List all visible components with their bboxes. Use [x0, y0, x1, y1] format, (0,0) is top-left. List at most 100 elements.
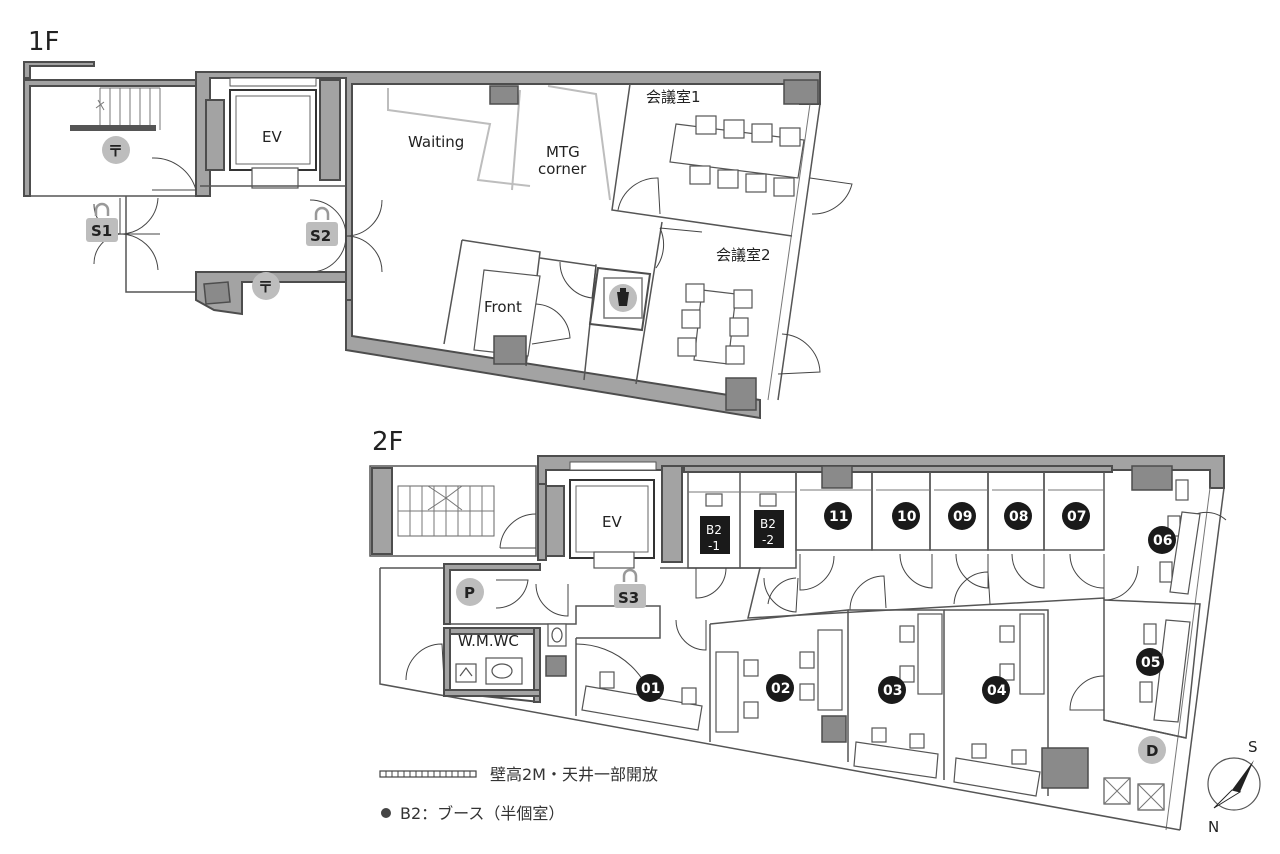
door-meeting-room-1-outer[interactable]	[809, 177, 853, 215]
door-booth-07[interactable]	[1069, 553, 1105, 589]
door-p-room-2[interactable]	[535, 583, 569, 617]
meeting-room-2-label: 会議室2	[716, 246, 771, 264]
room-10-marker	[892, 502, 920, 530]
room-01-marker	[636, 674, 664, 702]
corridor-1f-wall	[195, 271, 347, 316]
meeting-room-1-wall	[611, 83, 793, 237]
ev-1f-label: EV	[262, 128, 282, 146]
room-09-label: 09	[953, 509, 972, 525]
floor-1-plan: EV Waiting MTG corner 会議室1	[23, 61, 853, 420]
room-01-label: 01	[641, 681, 660, 697]
door-room-02[interactable]	[767, 577, 797, 605]
floor-1-title: 1F	[28, 27, 60, 57]
door-room-03[interactable]	[849, 575, 887, 611]
s2-label: S2	[310, 227, 331, 245]
post-marker-2-label: 〒	[258, 278, 273, 296]
door-meeting-room-1[interactable]	[617, 177, 661, 215]
compass-s-label: S	[1248, 738, 1258, 756]
building-1f-right-edge	[777, 103, 821, 401]
door-stair-2f[interactable]	[499, 513, 537, 549]
stair-2f-outline	[369, 465, 537, 557]
door-back-room[interactable]	[559, 261, 597, 299]
meeting-room-1-label: 会議室1	[646, 88, 701, 106]
waiting-label: Waiting	[408, 133, 464, 151]
ev-2f-label: EV	[602, 513, 622, 531]
mtg-corner-label-1: MTG	[546, 143, 580, 161]
door-booth-08[interactable]	[1011, 553, 1045, 589]
room-08-marker	[1004, 502, 1032, 530]
room-10-label: 10	[897, 509, 917, 525]
p-marker-label: P	[464, 584, 475, 602]
room-04-marker	[982, 676, 1010, 704]
sink-icon	[547, 623, 567, 647]
s1-label: S1	[91, 222, 112, 240]
door-wc[interactable]	[405, 643, 445, 681]
room-05-label: 05	[1141, 655, 1160, 671]
post-marker-1-label: 〒	[108, 142, 123, 160]
room-11-marker	[824, 502, 852, 530]
door-room-01[interactable]	[675, 619, 707, 651]
room-05-marker	[1136, 648, 1164, 676]
d-marker	[1138, 736, 1166, 764]
room-08-label: 08	[1009, 509, 1028, 525]
room-06-label: 06	[1153, 533, 1172, 549]
s3-label: S3	[618, 589, 639, 607]
room-05-furniture	[1139, 619, 1191, 723]
booth-b2-1-label-1: B2	[706, 523, 722, 537]
door-back-room-2[interactable]	[531, 303, 571, 345]
booth-b2-1-label-2: -1	[708, 539, 720, 553]
mtg-corner-label-2: corner	[538, 160, 587, 178]
room-03-label: 03	[883, 683, 902, 699]
d-marker-label: D	[1146, 742, 1158, 760]
wc-label: W.M.WC	[458, 632, 519, 650]
door-booth-10[interactable]	[899, 553, 933, 589]
room-04-label: 04	[987, 683, 1007, 699]
room-02-label: 02	[771, 681, 790, 697]
room-07-label: 07	[1067, 509, 1086, 525]
front-desk	[473, 269, 541, 357]
booth-legend-dot	[381, 808, 391, 818]
door-booth-09[interactable]	[955, 553, 989, 589]
stair-2f-steps	[397, 485, 495, 537]
room-02-marker	[766, 674, 794, 702]
post-marker-2	[252, 272, 280, 300]
door-p-room[interactable]	[495, 579, 529, 609]
door-room-05[interactable]	[1069, 675, 1105, 711]
room-03-marker	[878, 676, 906, 704]
wall-legend-text: 壁高2M・天井一部開放	[490, 765, 658, 784]
room-01-furniture	[581, 671, 703, 731]
building-2f-bottom-edge	[379, 568, 1181, 831]
stair-1f-top-wall	[23, 61, 95, 79]
door-booth-b2-1[interactable]	[695, 567, 727, 599]
s2-lock-icon: S2	[306, 206, 338, 246]
door-booth-11[interactable]	[763, 577, 799, 613]
booth-legend-text: B2：ブース（半個室）	[400, 804, 564, 823]
door-meeting-room-2-outer[interactable]	[777, 333, 821, 375]
ev-2f-shaft	[569, 479, 655, 559]
room-09-marker	[948, 502, 976, 530]
building-2f-right-edge	[1179, 487, 1225, 831]
post-marker-1	[102, 136, 130, 164]
door-room-04[interactable]	[953, 571, 991, 605]
s1-lock-icon: S1	[86, 202, 118, 242]
floor-2-title: 2F	[372, 427, 404, 457]
baby-chair-icon	[455, 663, 477, 683]
compass-icon: S N	[1207, 738, 1261, 836]
s3-lock-icon: S3	[614, 568, 646, 608]
room-markers: 11 10 09 08 07 06 05 01 02 03 04	[636, 502, 1176, 704]
door-1f-stair[interactable]	[151, 157, 197, 191]
stair-1f-steps	[70, 87, 161, 131]
door-booth-11b[interactable]	[799, 554, 835, 591]
room-04-furniture	[953, 613, 1045, 797]
meeting-room-1-furniture	[669, 115, 805, 197]
vent-icons	[1103, 777, 1165, 811]
booth-b2-2-label-2: -2	[762, 533, 774, 547]
building-1f-bottom-wall	[345, 299, 761, 420]
door-meeting-room-2[interactable]	[655, 227, 703, 269]
ev-1f-door	[251, 167, 299, 189]
door-1f-s2[interactable]	[309, 199, 383, 273]
toilet-icon	[485, 657, 523, 685]
meeting-room-2-furniture	[677, 283, 753, 365]
door-room-06[interactable]	[1103, 562, 1139, 601]
